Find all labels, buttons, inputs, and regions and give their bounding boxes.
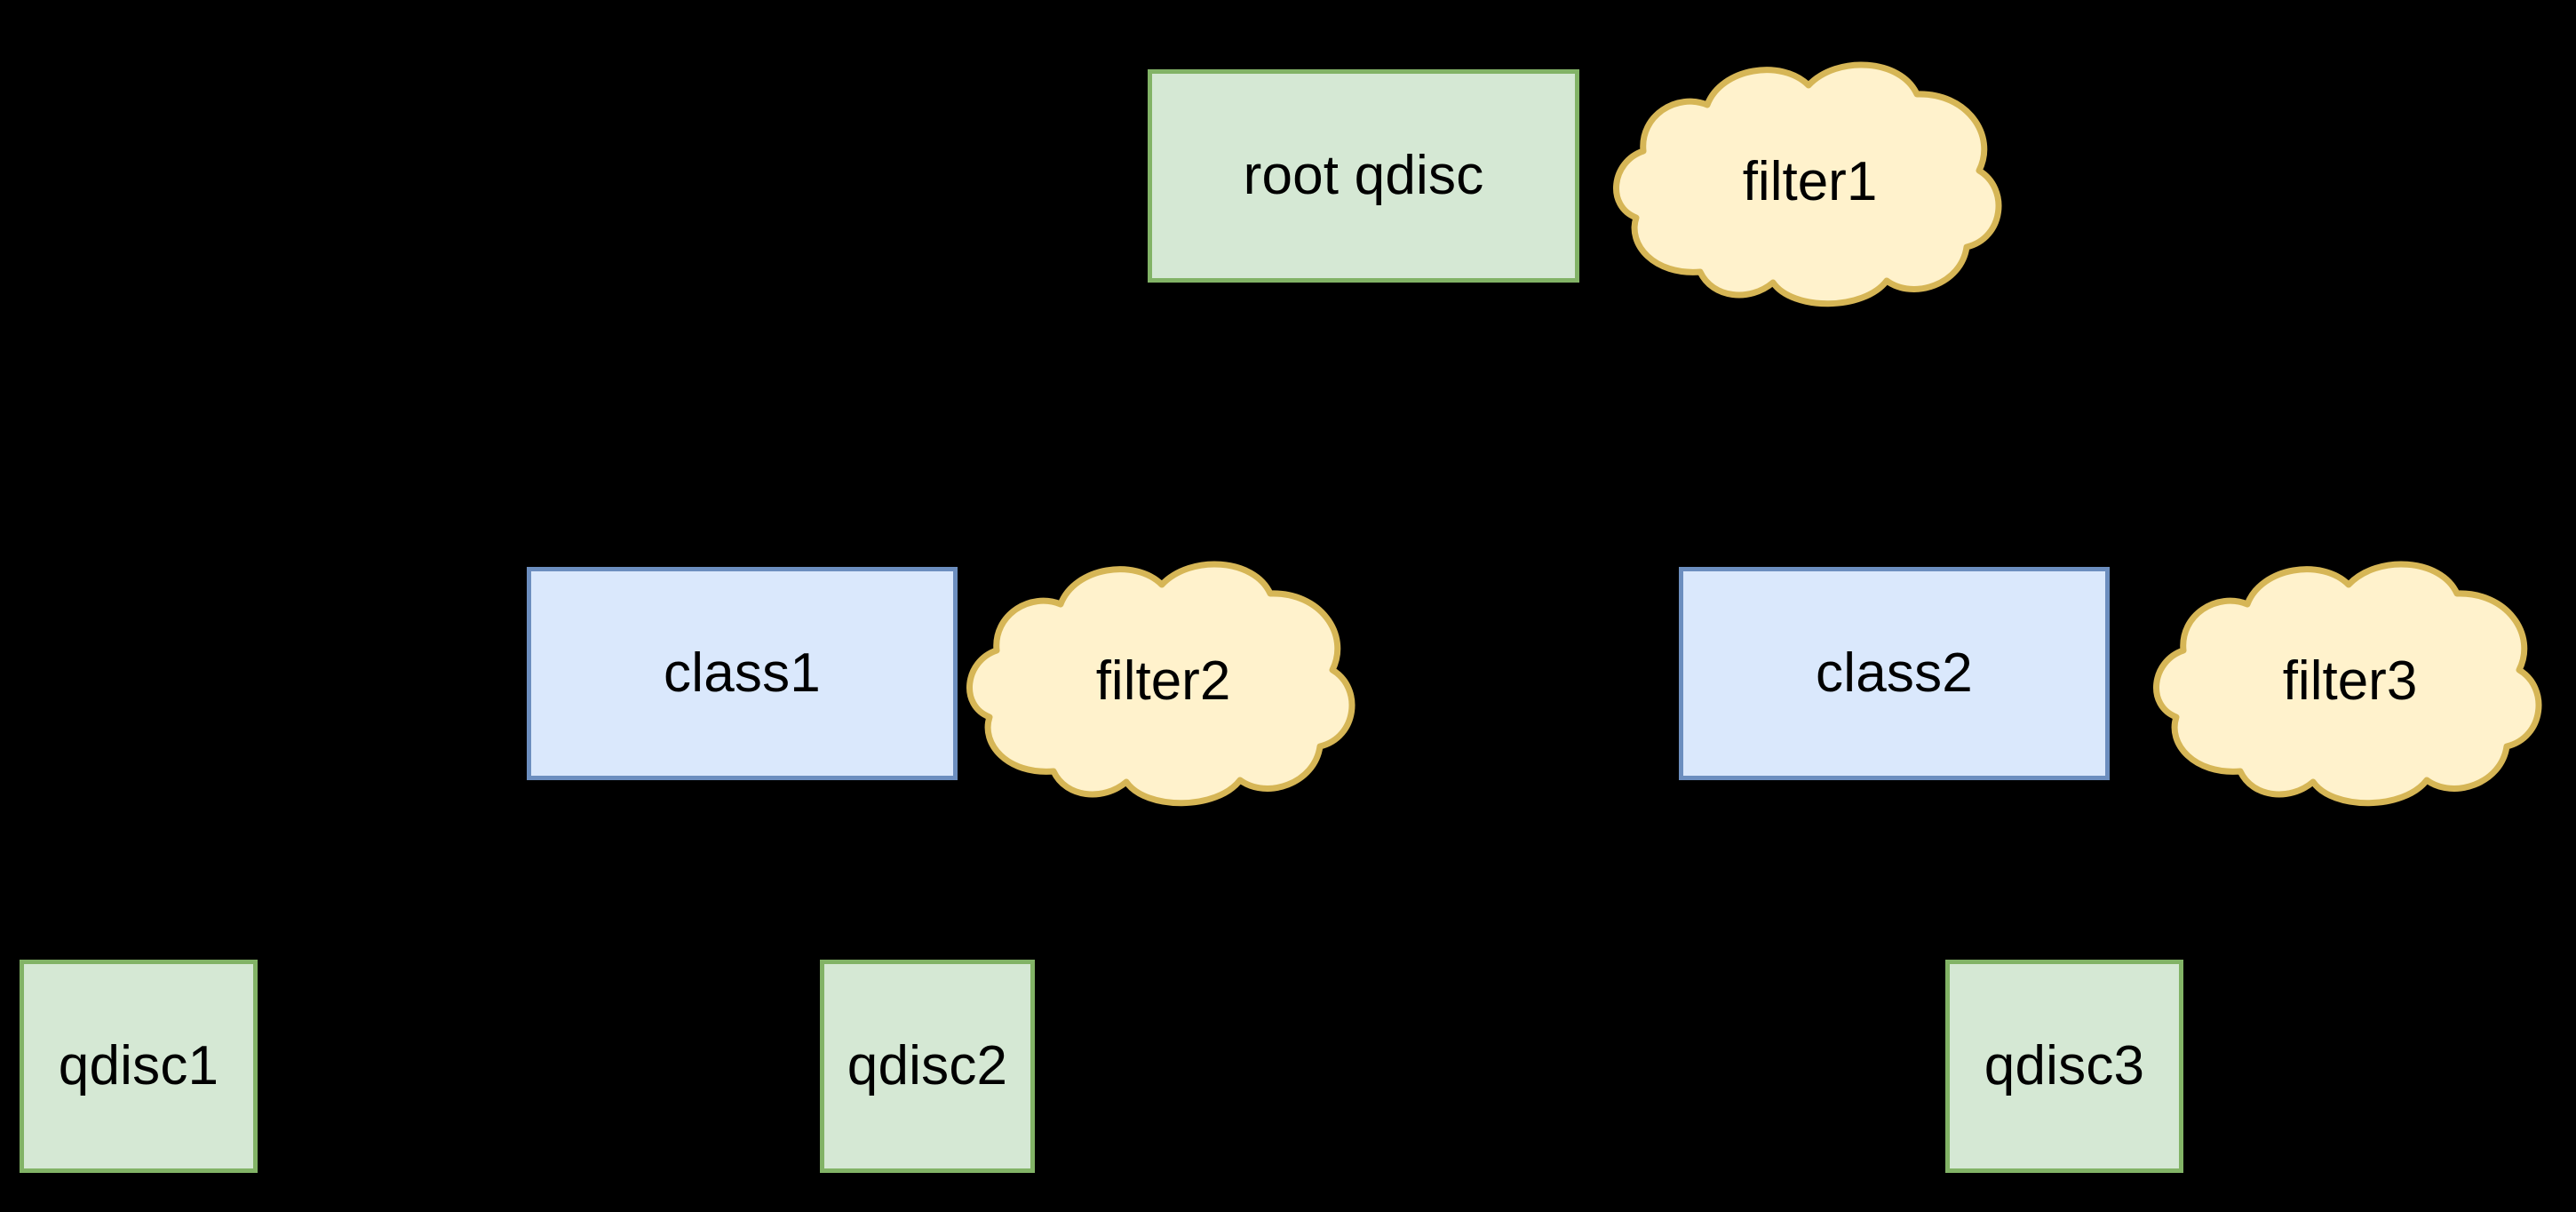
node-root-qdisc[interactable]: root qdisc	[1148, 69, 1579, 283]
node-qdisc1-label: qdisc1	[58, 1035, 219, 1096]
cloud-shape	[1613, 61, 2002, 307]
node-filter1[interactable]: filter1	[1608, 53, 2012, 311]
node-qdisc3[interactable]: qdisc3	[1945, 960, 2183, 1173]
node-filter3[interactable]: filter3	[2148, 553, 2552, 810]
node-qdisc1[interactable]: qdisc1	[20, 960, 258, 1173]
node-qdisc3-label: qdisc3	[1984, 1035, 2145, 1096]
node-class1[interactable]: class1	[527, 567, 958, 780]
edge-qdisc2-to-class1	[744, 777, 929, 961]
node-class2-label: class2	[1816, 642, 1973, 704]
edge-class2-to-root-qdisc	[1331, 277, 1902, 570]
cloud-shape	[2153, 561, 2542, 807]
node-qdisc2-label: qdisc2	[847, 1035, 1008, 1096]
node-class2[interactable]: class2	[1679, 567, 2110, 780]
edge-class1-to-root-qdisc	[743, 277, 1384, 570]
edge-qdisc1-to-class1	[136, 777, 748, 961]
edge-qdisc3-to-class2	[1876, 777, 2067, 961]
node-root-qdisc-label: root qdisc	[1243, 145, 1484, 206]
node-class1-label: class1	[664, 642, 821, 704]
cloud-shape	[966, 561, 1356, 807]
node-qdisc2[interactable]: qdisc2	[820, 960, 1035, 1173]
node-filter2[interactable]: filter2	[961, 553, 1365, 810]
